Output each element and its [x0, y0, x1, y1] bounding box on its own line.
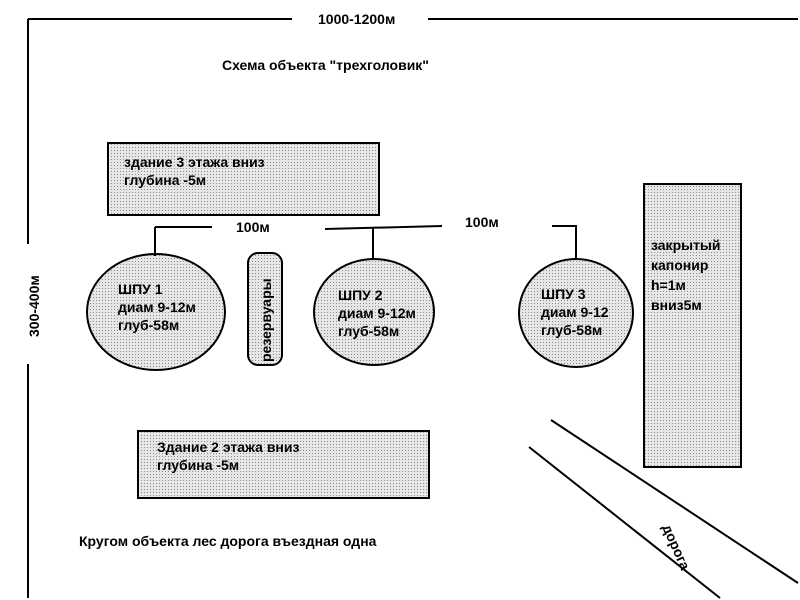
diagram-title: Схема объекта "трехголовик" — [222, 57, 429, 73]
silo-3-depth: глуб-58м — [541, 322, 603, 338]
building-3 — [107, 142, 380, 216]
silo-1-name: ШПУ 1 — [118, 281, 163, 297]
building-3-line2: глубина -5м — [124, 172, 207, 188]
building-3-label: здание 3 этажа вниз глубина -5м — [124, 153, 265, 189]
connector-silo2-horizontal — [324, 225, 443, 230]
silo-2-depth: глуб-58м — [338, 323, 400, 339]
gap-2-label: 100м — [465, 214, 499, 230]
caponier-line3: h=1м — [651, 277, 686, 293]
silo-2-diam: диам 9-12м — [338, 305, 416, 321]
building-2-label: Здание 2 этажа вниз глубина -5м — [157, 438, 299, 474]
building-2-line1: Здание 2 этажа вниз — [157, 439, 300, 455]
silo-2-label: ШПУ 2 диам 9-12м глуб-58м — [338, 286, 416, 340]
reservoirs — [247, 252, 283, 366]
caponier — [643, 183, 742, 468]
gap-1-label: 100м — [236, 219, 270, 235]
road-edge-lower — [528, 446, 721, 599]
building-2-line2: глубина -5м — [157, 457, 240, 473]
silo-3-diam: диам 9-12 — [541, 304, 609, 320]
silo-1-label: ШПУ 1 диам 9-12м глуб-58м — [118, 280, 196, 334]
silo-3-name: ШПУ 3 — [541, 286, 586, 302]
silo-1-diam: диам 9-12м — [118, 299, 196, 315]
reservoirs-label: резервуары — [258, 278, 274, 362]
caponier-line1: закрытый — [651, 237, 721, 253]
silo-2-name: ШПУ 2 — [338, 287, 383, 303]
building-2 — [137, 430, 430, 499]
caponier-label: закрытый капонир h=1м вниз5м — [651, 235, 721, 315]
height-dimension-label: 300-400м — [26, 275, 42, 337]
silo-1-depth: глуб-58м — [118, 317, 180, 333]
footer-note: Кругом объекта лес дорога въездная одна — [79, 533, 377, 549]
width-dimension-label: 1000-1200м — [318, 11, 396, 27]
building-3-line1: здание 3 этажа вниз — [124, 154, 265, 170]
silo-3-label: ШПУ 3 диам 9-12 глуб-58м — [541, 285, 609, 339]
caponier-line2: капонир — [651, 257, 709, 273]
road-edge-upper — [550, 419, 799, 584]
road-label: дорога — [659, 522, 693, 573]
caponier-line4: вниз5м — [651, 297, 702, 313]
